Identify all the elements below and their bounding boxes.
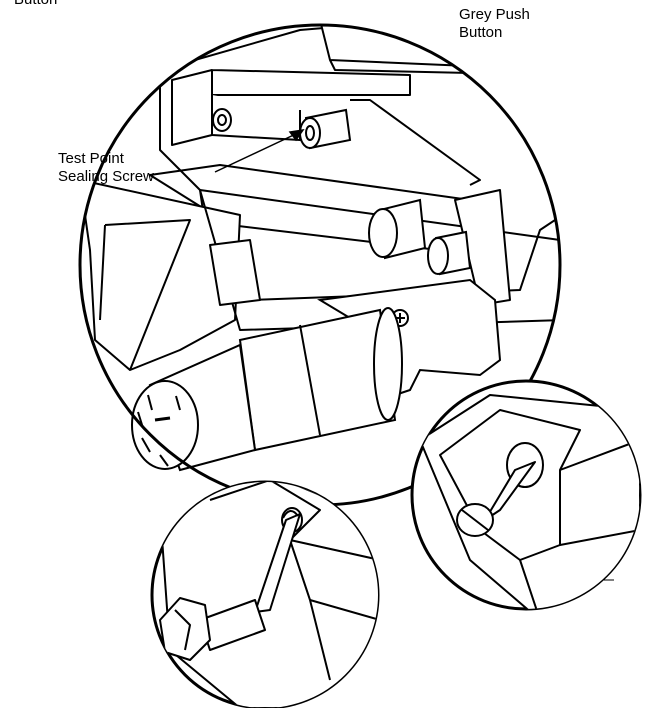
screwdriver-blade	[254, 513, 301, 613]
lower-roller	[427, 230, 472, 276]
slotted-screw-icon	[456, 503, 494, 537]
right-inset-view	[410, 379, 642, 611]
test-point-leader-arrow	[214, 128, 305, 173]
left-block	[80, 179, 241, 371]
top-pin-roller	[299, 108, 352, 150]
top-cut-label: Button	[14, 0, 57, 9]
main-detail-view	[78, 23, 562, 507]
left-inset-view	[150, 480, 380, 708]
bracket-inner	[211, 95, 301, 141]
small-pivot	[212, 108, 232, 132]
adjustment-shaft	[238, 307, 403, 452]
screwdriver-shaft	[484, 461, 536, 521]
right-bracket	[454, 189, 511, 306]
test-point-sealing-screw-label: Test Point Sealing Screw	[58, 150, 154, 185]
adjustment-knob-icon	[131, 343, 257, 472]
grey-push-button-label: Grey Push Button	[459, 6, 530, 41]
mid-roller	[368, 198, 427, 260]
left-block-face	[99, 219, 191, 371]
